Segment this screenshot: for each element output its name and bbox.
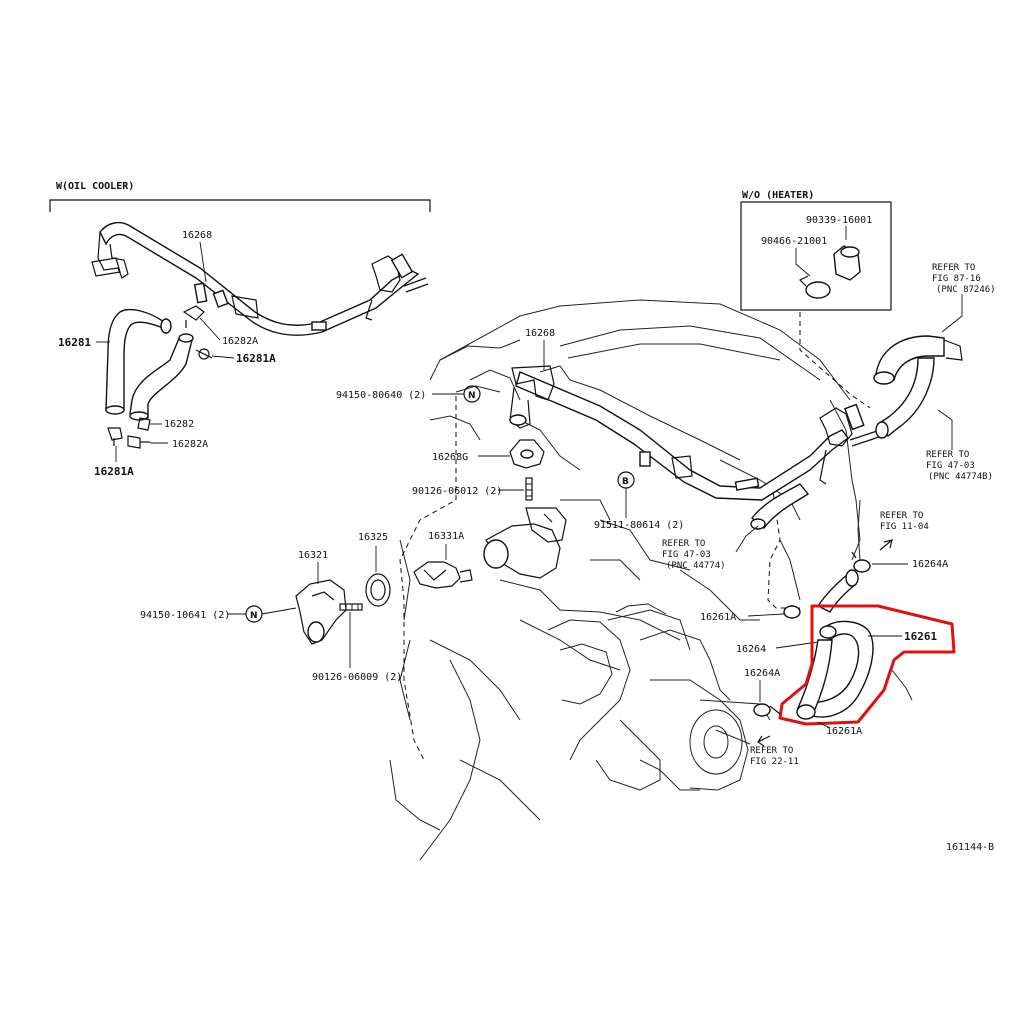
label-16268G: 16268G: [432, 452, 468, 463]
clamp-16281A-inset-bot[interactable]: [107, 427, 123, 446]
label-16321: 16321: [298, 550, 328, 561]
label-91511: 91511-80614 (2): [594, 520, 684, 531]
gasket-16325[interactable]: [365, 573, 391, 607]
label-90126-06012: 90126-06012 (2): [412, 486, 502, 497]
leader-fig87: [941, 294, 963, 333]
heater-inset-box: [740, 201, 892, 311]
water-inlet-16321[interactable]: [295, 579, 347, 645]
leader-16268-inset: [199, 241, 207, 283]
plug-90339[interactable]: [833, 245, 861, 281]
ref-fig11-l2: FIG 11-04: [880, 522, 929, 532]
ref-fig11-l1: REFER TO: [880, 511, 923, 521]
ref-fig47b-l3: (PNC 44774B): [928, 472, 993, 482]
marker-b-text: B: [622, 477, 629, 487]
outlet-16268G[interactable]: [509, 439, 545, 469]
clamp-16264A-low[interactable]: [753, 703, 781, 717]
pipe-16268-main[interactable]: [509, 365, 883, 501]
clamp-16282A-inset-top[interactable]: [182, 305, 205, 328]
label-90339: 90339-16001: [806, 215, 872, 226]
ref-fig87-l3: (PNC 87246): [936, 285, 996, 295]
label-16282: 16282: [164, 419, 194, 430]
label-16325: 16325: [358, 532, 388, 543]
heater-hoses[interactable]: [873, 335, 963, 439]
marker-n-top-text: N: [468, 391, 476, 401]
ref-fig47b-l2: FIG 47-03: [926, 461, 975, 471]
label-90466: 90466-21001: [761, 236, 827, 247]
label-16264A-low: 16264A: [744, 668, 780, 679]
label-16268-main: 16268: [525, 328, 555, 339]
label-94150-10641: 94150-10641 (2): [140, 610, 230, 621]
oil-cooler-inset: W(OIL COOLER) 16268 1628: [49, 181, 431, 478]
oil-cooler-label: W(OIL COOLER): [56, 181, 134, 192]
ref-fig87-l2: FIG 87-16: [932, 274, 981, 284]
label-16281A-top: 16281A: [236, 352, 276, 365]
label-16282A-bot: 16282A: [172, 439, 208, 450]
arrow-fig22: [757, 735, 771, 747]
hose-16281[interactable]: [105, 308, 194, 421]
engine-outline: [389, 299, 913, 861]
leader-16261A-low: [817, 721, 831, 729]
ref-fig47b-l1: REFER TO: [926, 450, 969, 460]
leader-90466: [795, 248, 811, 277]
clamp-16282-inset[interactable]: [137, 417, 151, 431]
label-16281: 16281: [58, 336, 91, 349]
arrow-fig11: [879, 539, 893, 551]
dash-main-right: [767, 483, 800, 609]
marker-n-top: [463, 385, 481, 403]
clamp-16261A-mid[interactable]: [783, 605, 801, 619]
leader-fig47: [735, 525, 759, 553]
oil-cooler-bracket: [49, 199, 431, 212]
label-90126-06009: 90126-06009 (2): [312, 672, 402, 683]
label-16264: 16264: [736, 644, 766, 655]
thermostat-housing[interactable]: [483, 507, 567, 579]
pipe-16268-inset[interactable]: [91, 221, 429, 336]
clamp-16264A-right[interactable]: [851, 551, 871, 573]
ref-fig47-l1: REFER TO: [662, 539, 705, 549]
hose-16261[interactable]: [796, 620, 874, 720]
leader-16281A-top: [211, 355, 235, 359]
label-94150-80640: 94150-80640 (2): [336, 390, 426, 401]
stud-90126-06012[interactable]: [525, 477, 533, 501]
diagram-id: 161144-B: [946, 842, 994, 853]
stud-90126-06009[interactable]: [339, 603, 363, 611]
label-16261A-mid: 16261A: [700, 612, 736, 623]
marker-n-left-text: N: [250, 611, 258, 621]
leader-fig47b: [937, 409, 953, 450]
ref-fig87-l1: REFER TO: [932, 263, 975, 273]
leader-16261A-mid: [747, 613, 785, 617]
label-16261: 16261: [904, 630, 937, 643]
clamp-16281A-inset-top[interactable]: [195, 348, 213, 360]
label-16281A-bot: 16281A: [94, 465, 134, 478]
leader-94150-10641-b: [261, 607, 297, 615]
label-16261A-low: 16261A: [826, 726, 862, 737]
label-16268-inset: 16268: [182, 230, 212, 241]
ref-fig22-l1: REFER TO: [750, 746, 793, 756]
clamp-90466[interactable]: [798, 275, 831, 299]
label-16331A: 16331A: [428, 531, 464, 542]
label-16282A-top: 16282A: [222, 336, 258, 347]
dash-main-left: [399, 396, 457, 761]
leader-16282A-top: [199, 317, 221, 341]
thermostat-16331A[interactable]: [413, 561, 473, 589]
ref-fig47-l2: FIG 47-03: [662, 550, 711, 560]
heater-label: W/O (HEATER): [742, 190, 814, 201]
clamp-16282A-inset-bot[interactable]: [127, 435, 150, 449]
ref-fig47-l3: (PNC 44774): [666, 561, 726, 571]
highlight-16261: [778, 604, 956, 726]
ref-fig22-l2: FIG 22-11: [750, 757, 799, 767]
hose-branch-lower[interactable]: [750, 483, 810, 530]
heater-dash-connector: [799, 312, 871, 409]
heater-inset: W/O (HEATER) 90339-16001 90466-21001: [740, 190, 892, 311]
label-16264A-right: 16264A: [912, 559, 948, 570]
